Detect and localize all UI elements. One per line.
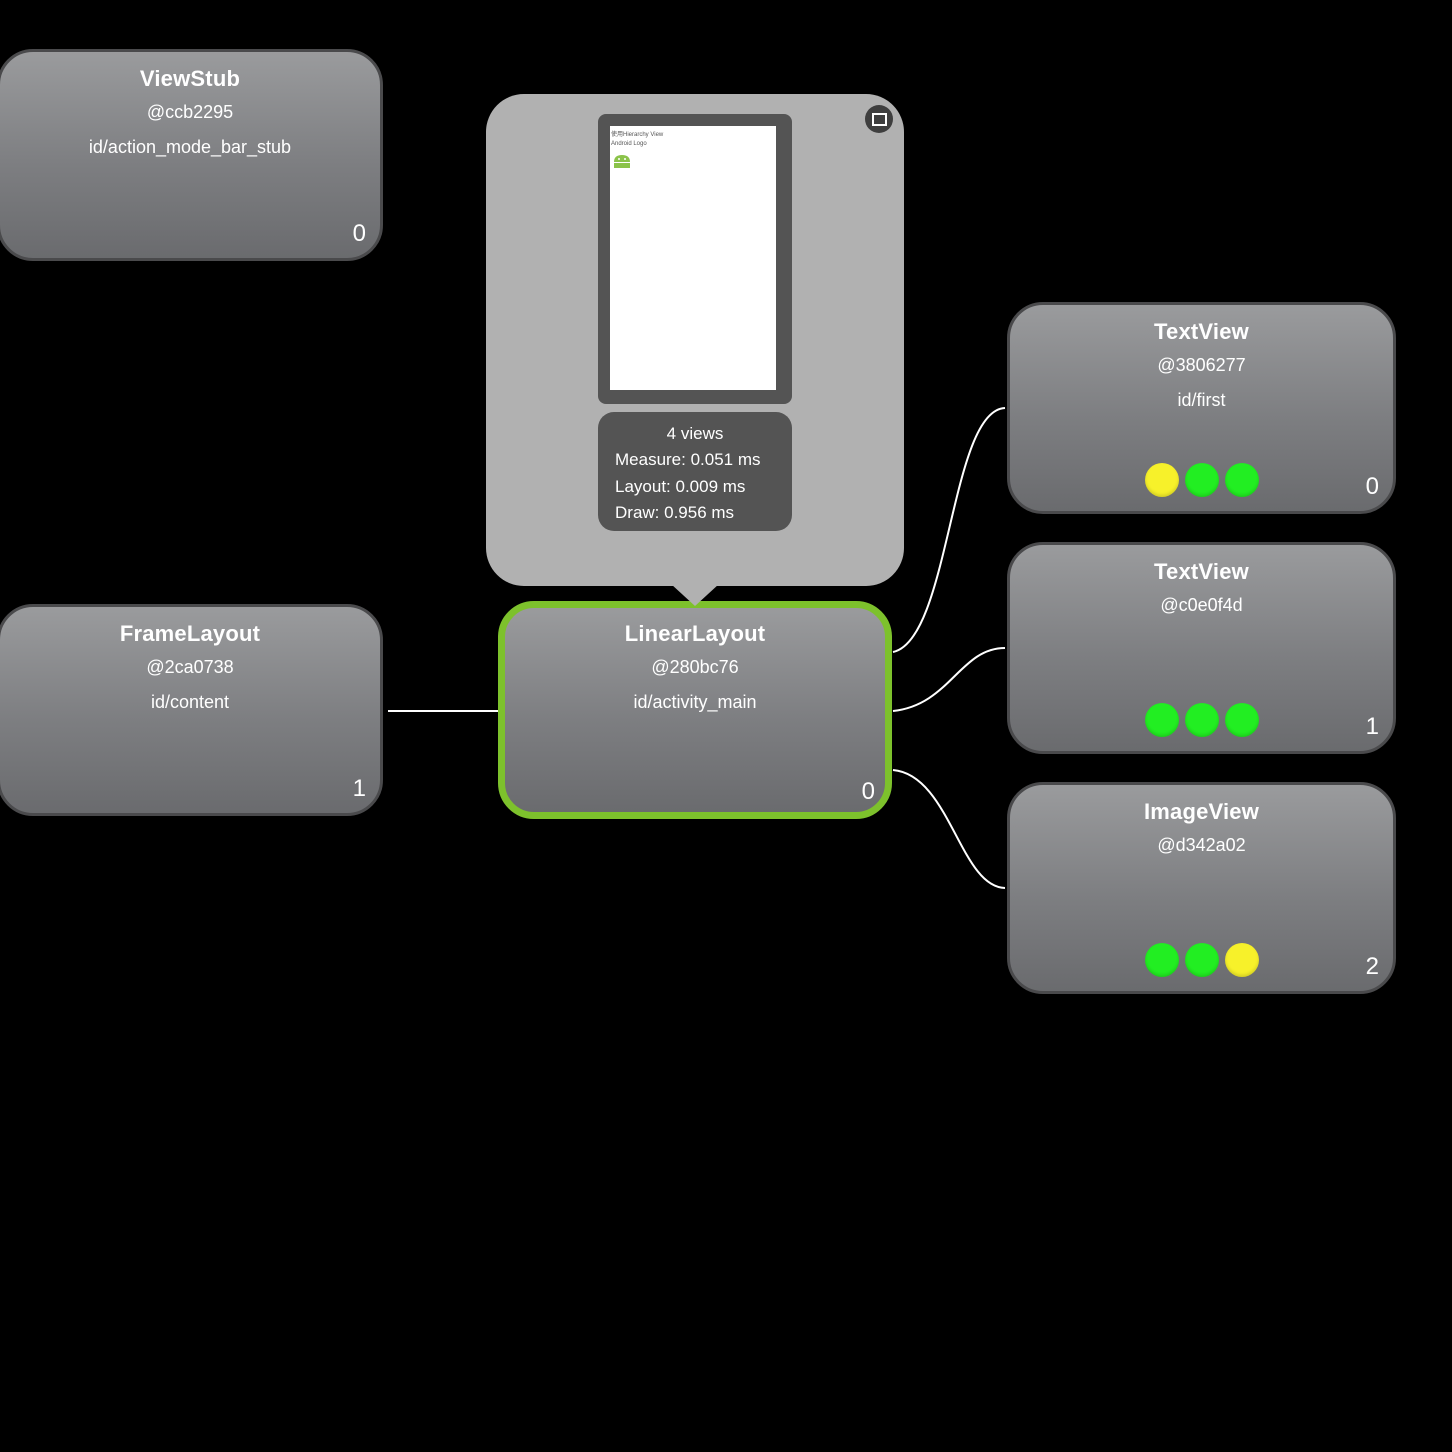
wire-linearlayout-to-textview-second bbox=[892, 647, 1006, 712]
popup-pointer bbox=[671, 584, 719, 606]
node-hash: @3806277 bbox=[1157, 355, 1246, 375]
node-view-id: id/action_mode_bar_stub bbox=[88, 137, 292, 157]
draw-time: Draw: 0.956 ms bbox=[615, 503, 735, 522]
preview-text-line: 使用Hierarchy View bbox=[611, 132, 664, 138]
node-class-name: LinearLayout bbox=[624, 621, 766, 646]
measure-indicator bbox=[1144, 703, 1179, 737]
node-class-name: FrameLayout bbox=[119, 621, 261, 646]
layout-time: Layout: 0.009 ms bbox=[615, 476, 746, 496]
draw-indicator bbox=[1224, 703, 1259, 737]
node-class-name: ImageView bbox=[1143, 799, 1260, 824]
draw-indicator bbox=[1224, 463, 1259, 497]
node-imageview[interactable]: ImageView @d342a02 2 bbox=[1007, 782, 1396, 994]
device-preview[interactable]: 使用Hierarchy View Android Logo bbox=[598, 114, 792, 404]
device-screen: 使用Hierarchy View Android Logo bbox=[610, 126, 776, 390]
node-hash: @d342a02 bbox=[1157, 835, 1246, 855]
node-class-name: TextView bbox=[1154, 319, 1249, 344]
node-hash: @280bc76 bbox=[651, 657, 739, 677]
expand-preview-button[interactable] bbox=[865, 105, 893, 133]
node-preview-popup: 使用Hierarchy View Android Logo 4 views Me… bbox=[486, 94, 904, 606]
measure-time: Measure: 0.051 ms bbox=[615, 450, 761, 469]
performance-indicators bbox=[1010, 703, 1393, 737]
node-textview-first[interactable]: TextView @3806277 id/first 0 bbox=[1007, 302, 1396, 514]
node-index: 1 bbox=[352, 775, 366, 802]
node-framelayout[interactable]: FrameLayout @2ca0738 id/content 1 bbox=[0, 604, 383, 816]
render-stats: 4 views Measure: 0.051 ms Layout: 0.009 … bbox=[598, 412, 792, 531]
preview-text-line: Android Logo bbox=[611, 141, 647, 147]
node-textview-second[interactable]: TextView @c0e0f4d 1 bbox=[1007, 542, 1396, 754]
draw-indicator bbox=[1224, 943, 1259, 977]
wire-linearlayout-to-imageview bbox=[892, 769, 1006, 889]
node-hash: @2ca0738 bbox=[146, 657, 234, 677]
node-index: 0 bbox=[861, 778, 875, 805]
node-index: 0 bbox=[1365, 473, 1379, 500]
performance-indicators bbox=[1010, 463, 1393, 497]
wire-linearlayout-to-textview-first bbox=[892, 407, 1006, 653]
measure-indicator bbox=[1144, 463, 1179, 497]
node-index: 0 bbox=[352, 220, 366, 247]
node-view-id: id/first bbox=[1177, 390, 1226, 410]
node-hash: @c0e0f4d bbox=[1160, 595, 1243, 615]
measure-indicator bbox=[1144, 943, 1179, 977]
node-class-name: TextView bbox=[1154, 559, 1249, 584]
layout-indicator bbox=[1184, 943, 1219, 977]
views-count: 4 views bbox=[666, 424, 724, 443]
layout-indicator bbox=[1184, 703, 1219, 737]
node-viewstub[interactable]: ViewStub @ccb2295 id/action_mode_bar_stu… bbox=[0, 49, 383, 261]
node-class-name: ViewStub bbox=[139, 66, 241, 91]
node-view-id: id/activity_main bbox=[633, 692, 757, 712]
node-hash: @ccb2295 bbox=[146, 102, 234, 122]
node-linearlayout[interactable]: LinearLayout @280bc76 id/activity_main 0 bbox=[498, 601, 892, 819]
node-index: 2 bbox=[1365, 953, 1379, 980]
performance-indicators bbox=[1010, 943, 1393, 977]
node-view-id: id/content bbox=[150, 692, 230, 712]
android-logo-icon bbox=[614, 155, 630, 168]
node-index: 1 bbox=[1365, 713, 1379, 740]
layout-indicator bbox=[1184, 463, 1219, 497]
